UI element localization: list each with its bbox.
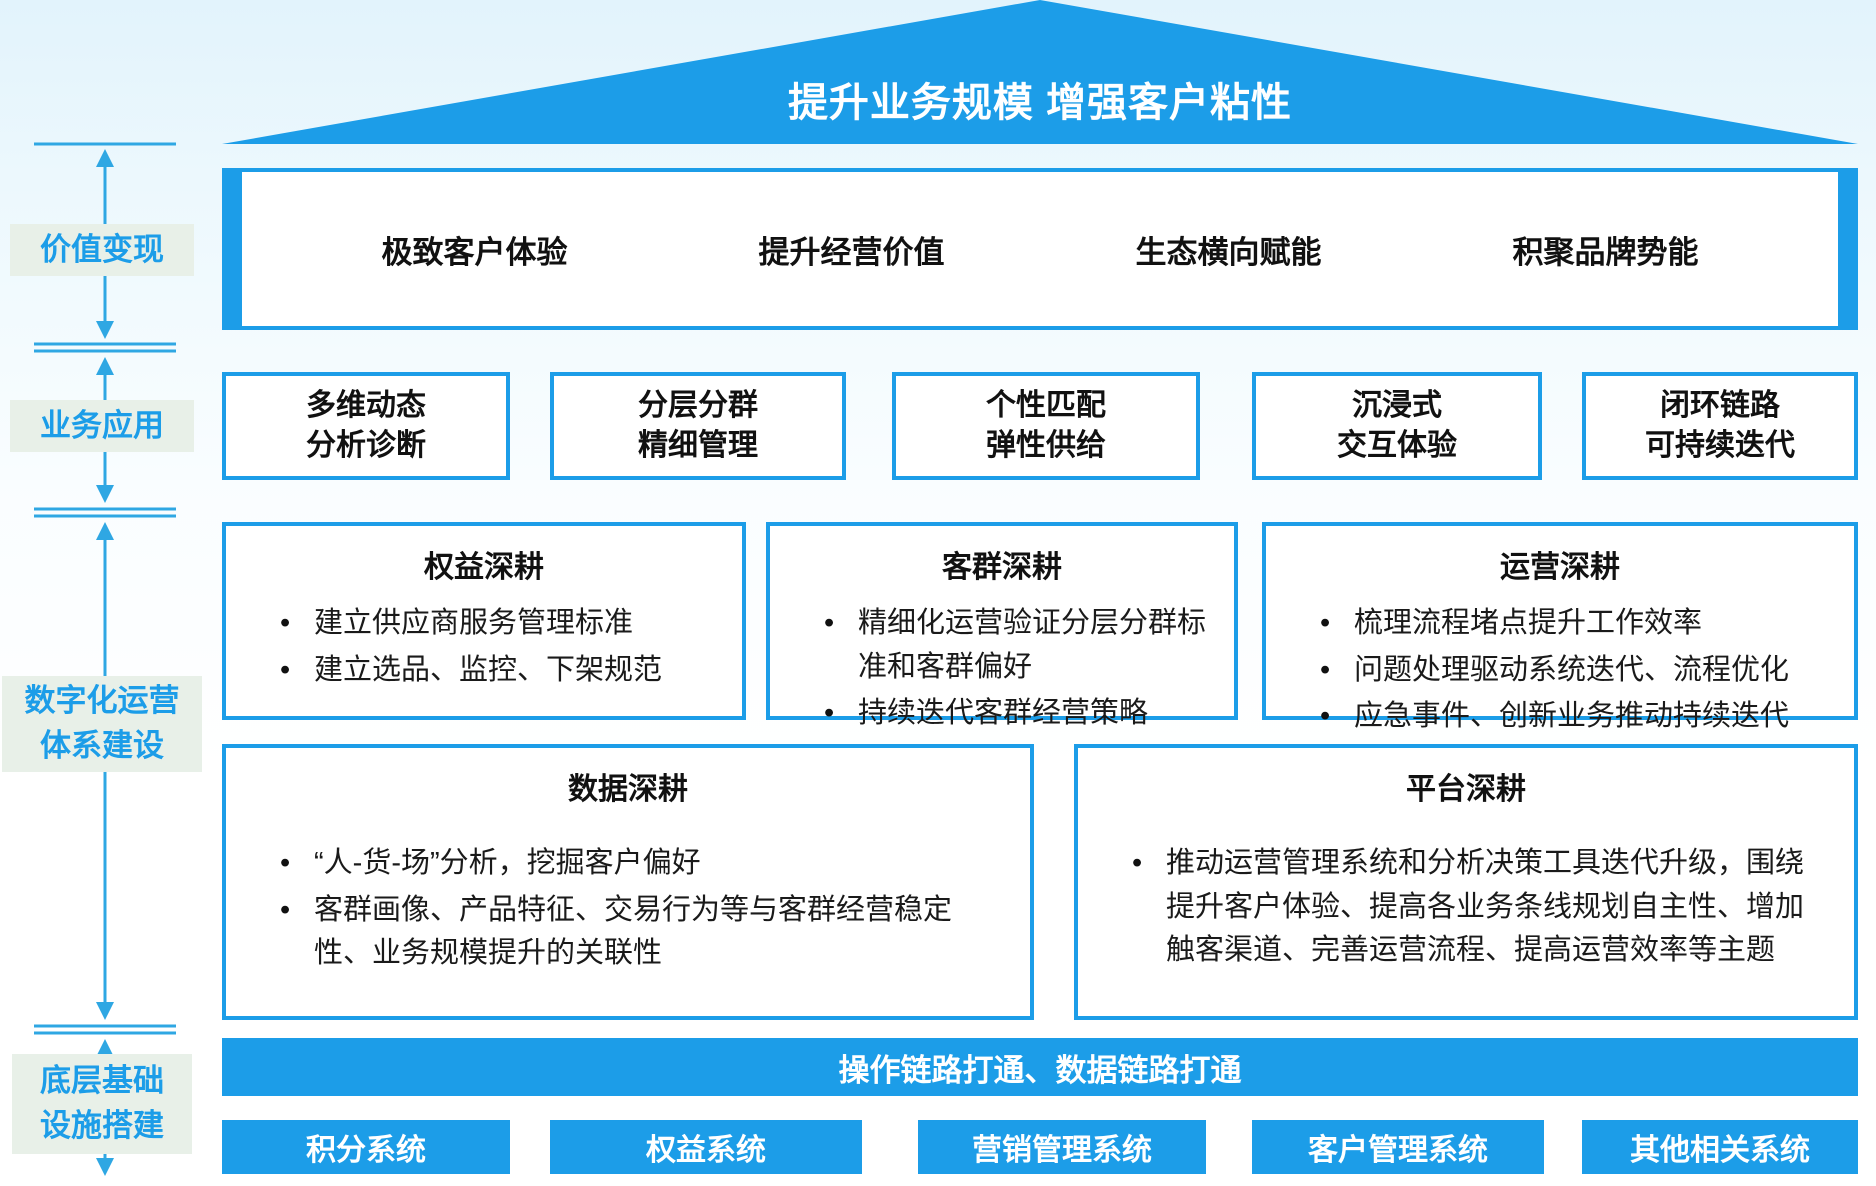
system-box-points: 积分系统 [222, 1120, 510, 1174]
cultivation-title: 运营深耕 [1500, 551, 1620, 584]
cultivation-title: 客群深耕 [942, 551, 1062, 584]
app-box-personal-matching: 个性匹配 弹性供给 [892, 372, 1200, 480]
value-item-ecosystem-enablement: 生态横向赋能 [1135, 234, 1322, 270]
bullet-item: 问题处理驱动系统迭代、流程优化 [1294, 649, 1830, 693]
system-box-marketing: 营销管理系统 [918, 1120, 1206, 1174]
infra-link-bar: 操作链路打通、数据链路打通 [222, 1038, 1858, 1096]
roof-title: 提升业务规模 增强客户粘性 [787, 81, 1293, 125]
bullet-list: 建立供应商服务管理标准 建立选品、监控、下架规范 [226, 602, 742, 692]
bullet-item: 建立供应商服务管理标准 [254, 602, 718, 646]
value-items: 极致客户体验 提升经营价值 生态横向赋能 积聚品牌势能 [286, 172, 1794, 326]
value-item-customer-experience: 极致客户体验 [381, 234, 568, 270]
bullet-list: 推动运营管理系统和分析决策工具迭代升级，围绕提升客户体验、提高各业务条线规划自主… [1078, 842, 1854, 973]
value-item-operating-value: 提升经营价值 [758, 234, 945, 270]
system-box-rights: 权益系统 [550, 1120, 862, 1174]
bullet-item: 持续迭代客群经营策略 [798, 692, 1210, 736]
cultivation-title: 数据深耕 [568, 773, 688, 806]
app-box-closed-loop: 闭环链路 可持续迭代 [1582, 372, 1858, 480]
side-label-business-application: 业务应用 [10, 400, 194, 452]
value-box-right-bar [1838, 172, 1854, 326]
value-item-brand-momentum: 积聚品牌势能 [1512, 234, 1699, 270]
app-box-layered-management: 分层分群 精细管理 [550, 372, 846, 480]
system-box-other: 其他相关系统 [1582, 1120, 1858, 1174]
bullet-item: 应急事件、创新业务推动持续迭代 [1294, 695, 1830, 739]
roof-banner: 提升业务规模 增强客户粘性 [222, 0, 1858, 144]
bullet-item: 梳理流程堵点提升工作效率 [1294, 602, 1830, 646]
bullet-item: “人-货-场”分析，挖掘客户偏好 [254, 842, 1006, 886]
cultivation-title: 权益深耕 [424, 551, 544, 584]
value-box: 极致客户体验 提升经营价值 生态横向赋能 积聚品牌势能 [222, 168, 1858, 330]
system-box-customer: 客户管理系统 [1252, 1120, 1544, 1174]
bullet-list: 梳理流程堵点提升工作效率 问题处理驱动系统迭代、流程优化 应急事件、创新业务推动… [1266, 602, 1854, 739]
value-box-left-bar [226, 172, 242, 326]
cultivation-box-customer-groups: 客群深耕 精细化运营验证分层分群标准和客群偏好 持续迭代客群经营策略 [766, 522, 1238, 735]
side-label-digital-operation: 数字化运营 体系建设 [2, 676, 202, 772]
bullet-list: 精细化运营验证分层分群标准和客群偏好 持续迭代客群经营策略 [770, 602, 1234, 736]
bullet-item: 客群画像、产品特征、交易行为等与客群经营稳定性、业务规模提升的关联性 [254, 889, 1006, 976]
side-label-value-realization: 价值变现 [10, 224, 194, 276]
cultivation-box-data: 数据深耕 “人-货-场”分析，挖掘客户偏好 客群画像、产品特征、交易行为等与客群… [222, 744, 1034, 1020]
bullet-item: 精细化运营验证分层分群标准和客群偏好 [798, 602, 1210, 689]
bullet-item: 建立选品、监控、下架规范 [254, 649, 718, 693]
app-box-dynamic-analysis: 多维动态 分析诊断 [222, 372, 510, 480]
cultivation-box-platform: 平台深耕 推动运营管理系统和分析决策工具迭代升级，围绕提升客户体验、提高各业务条… [1074, 744, 1858, 1020]
bullet-item: 推动运营管理系统和分析决策工具迭代升级，围绕提升客户体验、提高各业务条线规划自主… [1106, 842, 1830, 973]
arrowheads [96, 149, 114, 1176]
side-label-infrastructure: 底层基础 设施搭建 [12, 1054, 192, 1154]
arrow-rail [34, 142, 176, 1176]
app-box-immersive-interaction: 沉浸式 交互体验 [1252, 372, 1542, 480]
cultivation-box-rights: 权益深耕 建立供应商服务管理标准 建立选品、监控、下架规范 [222, 522, 746, 720]
cultivation-box-operations: 运营深耕 梳理流程堵点提升工作效率 问题处理驱动系统迭代、流程优化 应急事件、创… [1262, 522, 1858, 738]
cultivation-title: 平台深耕 [1406, 773, 1526, 806]
bullet-list: “人-货-场”分析，挖掘客户偏好 客群画像、产品特征、交易行为等与客群经营稳定性… [226, 842, 1030, 976]
